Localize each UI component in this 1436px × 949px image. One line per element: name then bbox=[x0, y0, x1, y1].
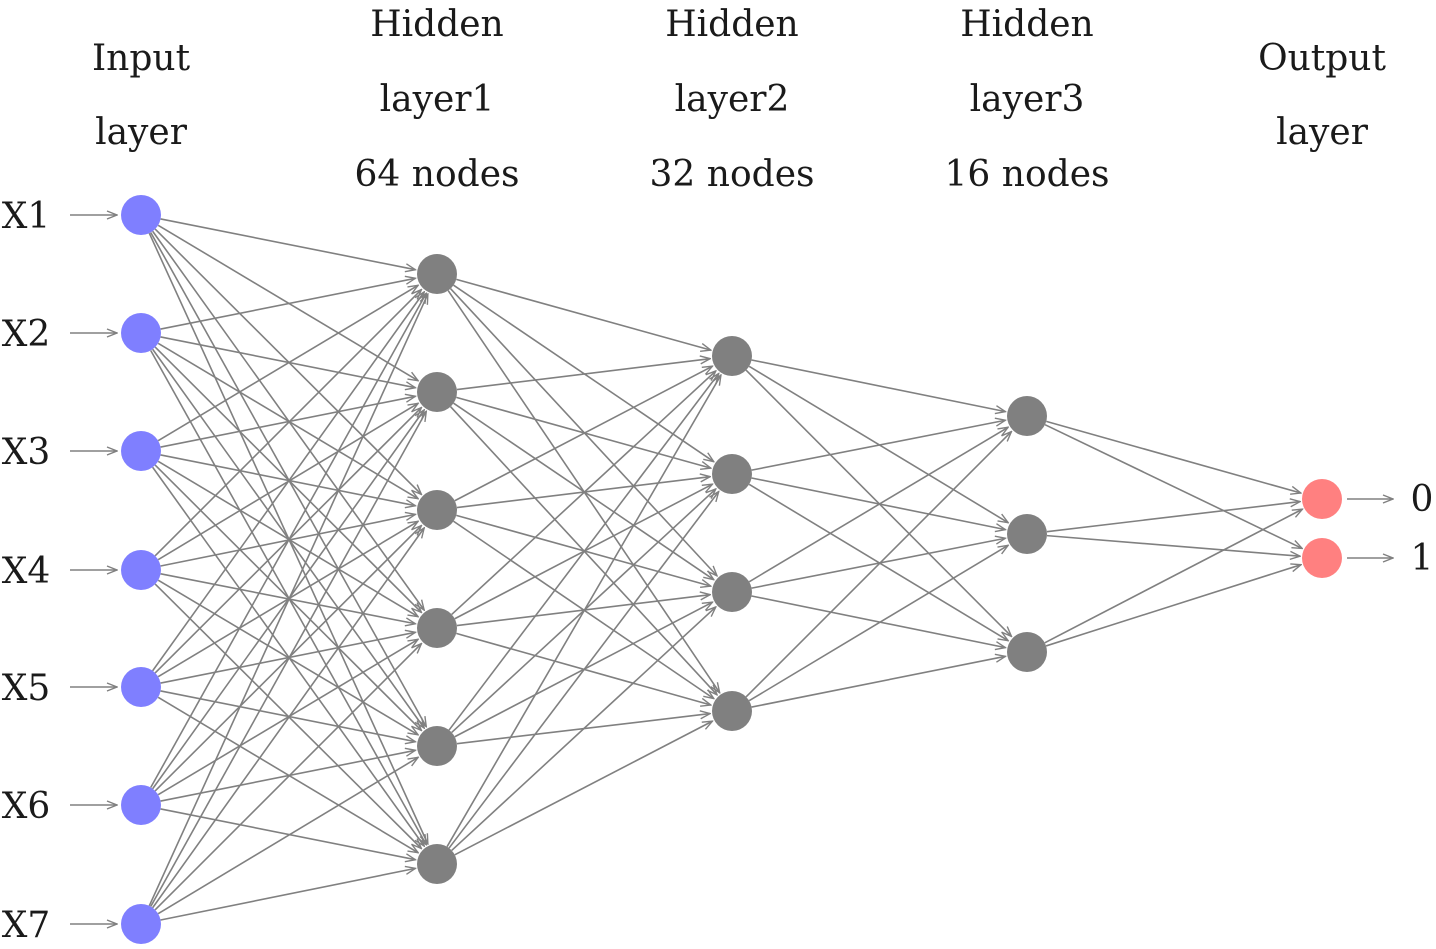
hidden3-node-1 bbox=[1007, 396, 1047, 436]
input-label-x1: X1 bbox=[2, 196, 51, 237]
edge-input-3-to-hidden1-3 bbox=[160, 454, 416, 506]
edge-hidden1-5-to-hidden2-1 bbox=[448, 374, 719, 731]
edge-input-7-to-hidden1-4 bbox=[154, 644, 421, 911]
hidden2-header-line1: Hidden bbox=[665, 4, 799, 45]
output-layer-header-line1: Output bbox=[1258, 38, 1386, 79]
edge-hidden2-4-to-hidden3-3 bbox=[751, 656, 1006, 708]
input-layer-header-line1: Input bbox=[92, 38, 191, 79]
edge-input-7-to-hidden1-2 bbox=[150, 411, 427, 907]
hidden3-header-line3: 16 nodes bbox=[945, 154, 1110, 195]
hidden3-header-line2: layer3 bbox=[970, 79, 1085, 120]
input-node-2 bbox=[121, 313, 161, 353]
edge-hidden2-3-to-hidden3-2 bbox=[751, 538, 1006, 589]
edge-input-6-to-hidden1-1 bbox=[150, 293, 427, 788]
edge-input-3-to-hidden1-1 bbox=[157, 285, 418, 442]
edge-hidden3-1-to-output-2 bbox=[1044, 423, 1302, 549]
hidden3-node-3 bbox=[1007, 632, 1047, 672]
edge-input-6-to-hidden1-5 bbox=[160, 750, 416, 802]
output-node-2 bbox=[1302, 538, 1342, 578]
edge-hidden1-1-to-hidden2-1 bbox=[456, 278, 711, 350]
hidden1-node-5 bbox=[417, 726, 457, 766]
io-arrows bbox=[70, 215, 1393, 924]
edge-hidden1-6-to-hidden2-1 bbox=[446, 375, 721, 848]
output-node-1 bbox=[1302, 479, 1342, 519]
hidden1-node-3 bbox=[417, 490, 457, 530]
connections bbox=[148, 218, 1303, 921]
edge-input-7-to-hidden1-6 bbox=[160, 868, 416, 921]
edge-hidden2-2-to-hidden3-1 bbox=[751, 420, 1006, 471]
edge-input-3-to-hidden1-4 bbox=[157, 460, 418, 616]
hidden1-node-6 bbox=[417, 844, 457, 884]
input-node-5 bbox=[121, 667, 161, 707]
edge-input-7-to-hidden1-3 bbox=[151, 528, 425, 909]
edge-hidden2-4-to-hidden3-1 bbox=[745, 432, 1011, 698]
nodes bbox=[121, 195, 1342, 944]
hidden3-header-line1: Hidden bbox=[960, 4, 1094, 45]
input-label-x6: X6 bbox=[2, 786, 51, 827]
edge-input-3-to-hidden1-6 bbox=[152, 466, 425, 846]
hidden2-node-1 bbox=[712, 336, 752, 376]
edge-hidden1-3-to-hidden2-1 bbox=[454, 366, 713, 502]
input-node-4 bbox=[121, 550, 161, 590]
hidden1-node-1 bbox=[417, 254, 457, 294]
hidden1-node-2 bbox=[417, 372, 457, 412]
edge-hidden1-6-to-hidden2-2 bbox=[448, 492, 719, 849]
edge-hidden3-2-to-output-2 bbox=[1046, 534, 1300, 557]
edge-input-7-to-hidden1-1 bbox=[148, 294, 428, 907]
edge-input-5-to-hidden1-1 bbox=[152, 292, 425, 672]
edge-input-1-to-hidden1-1 bbox=[160, 218, 416, 270]
input-node-6 bbox=[121, 785, 161, 825]
input-label-x4: X4 bbox=[2, 551, 51, 592]
hidden1-header-line2: layer1 bbox=[380, 79, 495, 120]
hidden1-header-line3: 64 nodes bbox=[355, 154, 520, 195]
edge-hidden3-3-to-output-2 bbox=[1045, 565, 1301, 647]
output-label-1: 1 bbox=[1411, 538, 1434, 579]
hidden2-node-3 bbox=[712, 572, 752, 612]
hidden2-header-line2: layer2 bbox=[675, 79, 790, 120]
input-node-1 bbox=[121, 195, 161, 235]
input-label-x3: X3 bbox=[2, 432, 51, 473]
edge-input-3-to-hidden1-2 bbox=[160, 396, 416, 448]
output-layer-header-line2: layer bbox=[1276, 112, 1369, 153]
edge-hidden1-6-to-hidden2-3 bbox=[451, 607, 716, 852]
edge-hidden3-2-to-output-1 bbox=[1046, 502, 1300, 533]
edge-input-3-to-hidden1-5 bbox=[154, 464, 421, 730]
edge-hidden1-6-to-hidden2-4 bbox=[454, 721, 713, 856]
hidden1-header-line1: Hidden bbox=[370, 4, 504, 45]
edge-hidden2-3-to-hidden3-1 bbox=[748, 427, 1008, 583]
edge-hidden3-3-to-output-1 bbox=[1044, 509, 1303, 644]
hidden2-node-4 bbox=[712, 691, 752, 731]
edge-input-6-to-hidden1-6 bbox=[160, 808, 416, 860]
input-node-7 bbox=[121, 904, 161, 944]
edge-hidden1-4-to-hidden2-1 bbox=[451, 371, 716, 616]
hidden2-node-2 bbox=[712, 454, 752, 494]
edge-hidden2-1-to-hidden3-1 bbox=[751, 359, 1006, 412]
input-label-x2: X2 bbox=[2, 314, 51, 355]
edge-hidden2-3-to-hidden3-3 bbox=[751, 595, 1006, 648]
edge-hidden1-2-to-hidden2-1 bbox=[456, 359, 710, 391]
edge-input-2-to-hidden1-1 bbox=[160, 278, 416, 330]
edge-input-7-to-hidden1-5 bbox=[157, 757, 418, 915]
output-label-0: 0 bbox=[1411, 479, 1434, 520]
input-label-x5: X5 bbox=[2, 668, 51, 709]
edge-input-4-to-hidden1-1 bbox=[154, 290, 421, 557]
input-label-x7: X7 bbox=[2, 905, 51, 946]
hidden1-node-4 bbox=[417, 608, 457, 648]
hidden3-node-2 bbox=[1007, 514, 1047, 554]
input-node-3 bbox=[121, 431, 161, 471]
hidden2-header-line3: 32 nodes bbox=[650, 154, 815, 195]
edge-hidden3-1-to-output-1 bbox=[1046, 420, 1301, 493]
input-layer-header-line2: layer bbox=[95, 112, 188, 153]
edge-hidden2-4-to-hidden3-2 bbox=[748, 545, 1008, 702]
